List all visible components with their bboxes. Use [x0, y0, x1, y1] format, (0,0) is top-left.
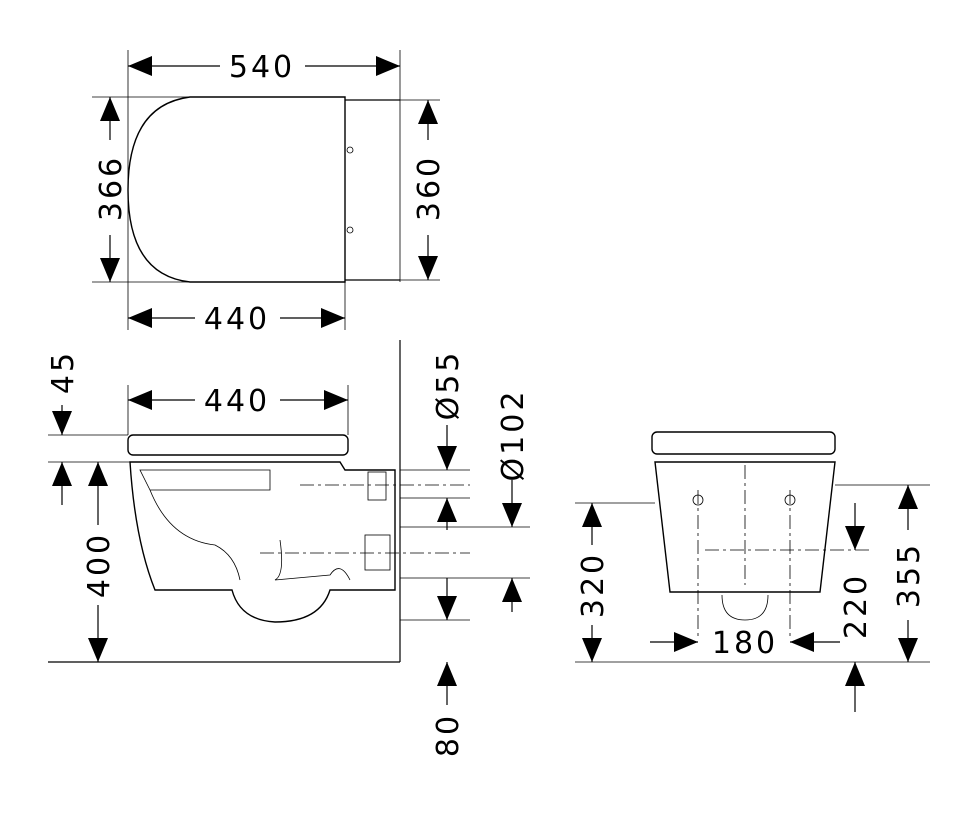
dim-440-top: 440 [204, 302, 270, 337]
seat-lid-front [651, 431, 836, 455]
seat-outline-top [127, 96, 346, 283]
tank-outline-top [345, 99, 400, 281]
top-view: 540 366 360 440 [92, 50, 447, 337]
bowl-outline-side [129, 461, 396, 623]
dim-80: 80 [431, 713, 466, 757]
dim-180: 180 [712, 626, 778, 661]
dim-45: 45 [46, 350, 81, 394]
dim-diameter-55: Ø55 [431, 350, 466, 421]
dim-440-side: 440 [204, 384, 270, 419]
dim-355: 355 [892, 542, 927, 608]
dim-400: 400 [82, 532, 117, 598]
front-view: 320 355 180 220 [575, 431, 930, 712]
side-view: 45 440 400 Ø55 Ø102 80 [46, 340, 531, 757]
dim-320: 320 [576, 552, 611, 618]
dim-220: 220 [839, 573, 874, 639]
dim-540: 540 [229, 50, 295, 85]
dim-366: 366 [94, 155, 129, 221]
dim-360: 360 [412, 155, 447, 221]
seat-lid-side [127, 434, 349, 456]
dim-diameter-102: Ø102 [496, 389, 531, 482]
